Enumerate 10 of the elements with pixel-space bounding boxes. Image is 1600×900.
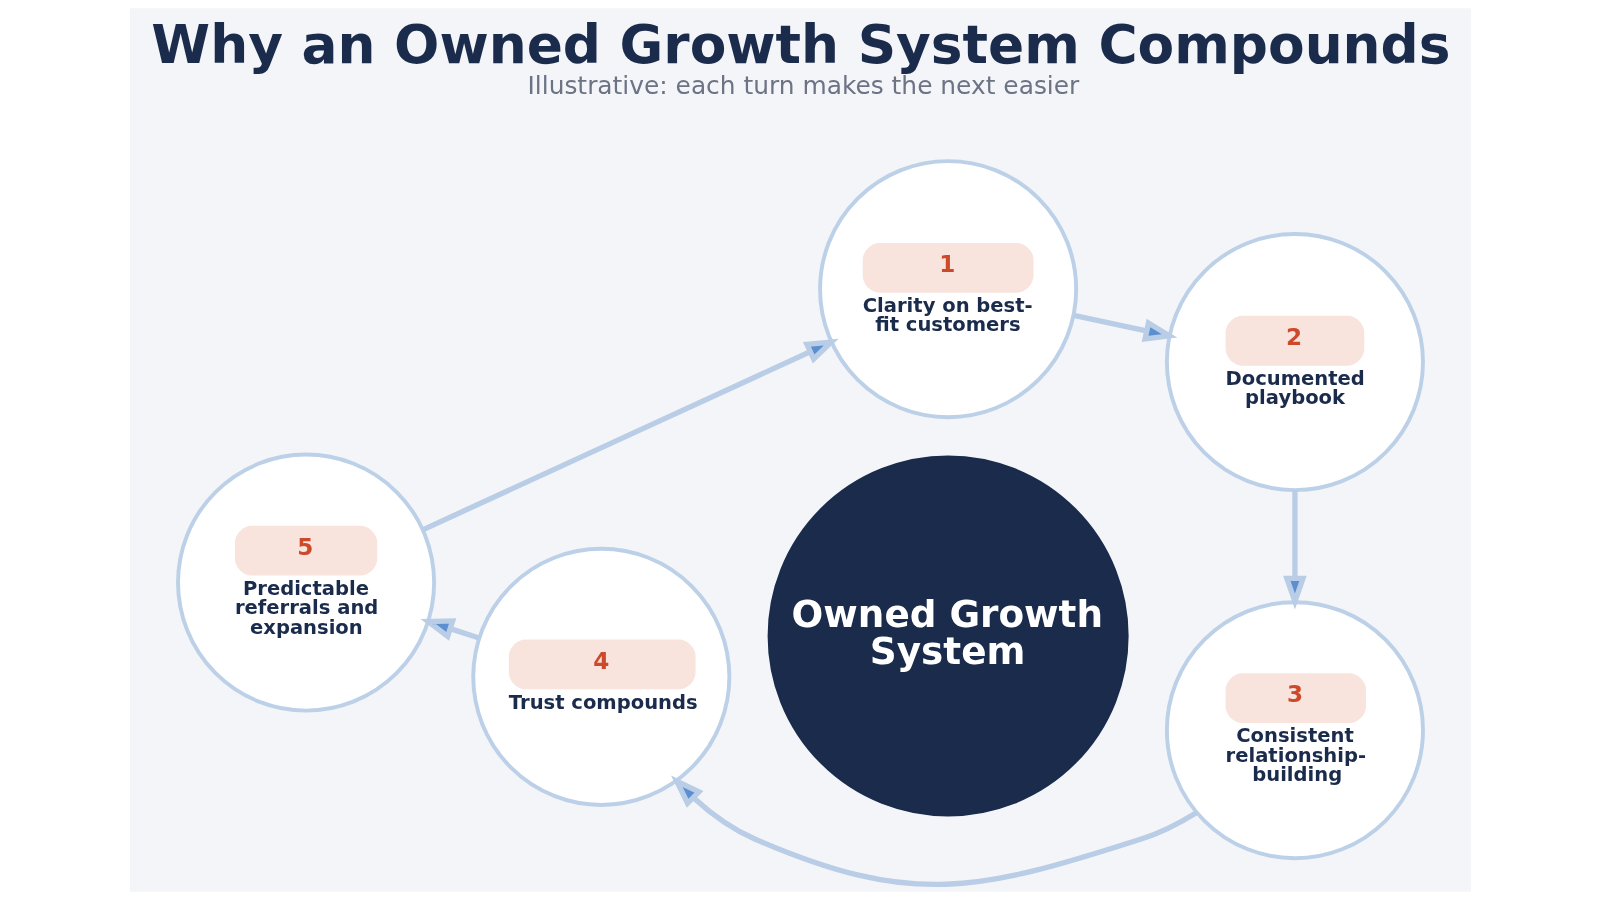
node-circle: 2 Documented playbook	[1164, 232, 1425, 493]
node-circle: 1 Clarity on best-fit customers	[817, 159, 1078, 420]
arrow	[421, 338, 839, 533]
node-circle: Owned Growth System	[767, 455, 1129, 817]
node-circle: 3 Consistent relationship-building	[1164, 600, 1425, 861]
arrow	[1072, 312, 1177, 343]
arrow	[1282, 490, 1307, 610]
arrow	[419, 618, 480, 641]
node-circle: 5 Predictable referrals and expansion	[175, 452, 436, 713]
arrow	[670, 775, 1198, 887]
